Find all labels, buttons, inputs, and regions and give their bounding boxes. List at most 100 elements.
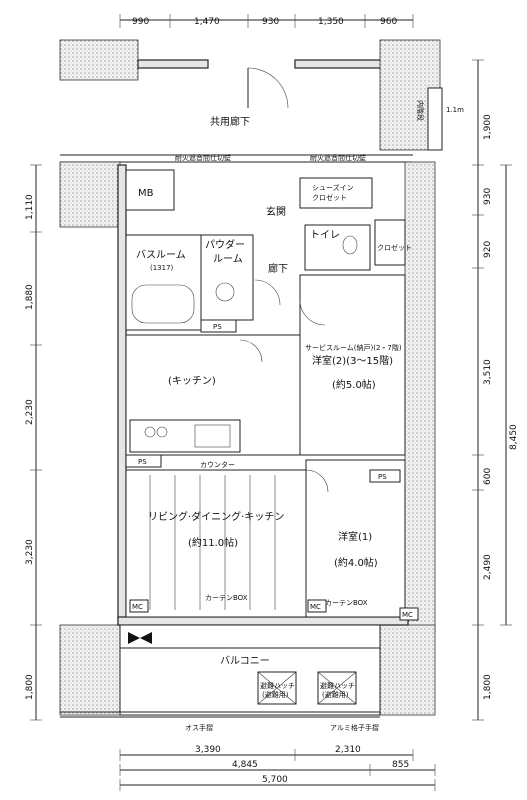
mb-label: MB [138,188,154,199]
balcony: バルコニー 避難ハッチ (避難用) 避難ハッチ (避難用) オス手摺 アルミ格子… [60,624,381,732]
left-dim-2: 1,880 [25,284,35,310]
mc-box-1 [129,599,149,613]
mc-label-1: MC [132,603,143,611]
stove-burner [156,426,168,438]
fire-wall-right: 耐火遮音間仕切壁 [310,153,366,162]
ps-box-1 [200,319,237,333]
door-arc [239,339,263,363]
outlet-marker [128,632,140,644]
western2-size: (約5.0帖) [332,378,376,391]
service-room-label: サービスルーム(納戸)(2・7階) [305,343,402,352]
top-dim-4: 1,350 [318,17,344,27]
bottom-dim-3: 5,700 [262,775,288,785]
bottom-dimension-lines: 3,390 2,310 4,845 855 5,700 [119,745,436,791]
handrail2-label: アルミ格子手摺 [330,723,379,732]
kitchen-area: (キッチン) PS カウンター [125,334,301,469]
door-arc [305,469,329,493]
side-door [427,87,443,151]
western1-size: (約4.0帖) [334,556,378,569]
ps-label-1: PS [213,323,222,331]
bathroom [125,234,202,331]
bottom-dim-1a: 3,390 [195,745,221,755]
ldk-floor-lines [149,475,276,610]
right-dim-1: 1,900 [483,114,493,140]
right-dim-2: 930 [483,188,493,205]
door-arc [299,299,326,326]
right-dim-4: 3,510 [483,359,493,385]
right-dimension-line: 1,900 930 920 3,510 600 2,490 1,800 8,45… [472,59,519,721]
closet2-label: クロゼット [377,243,412,252]
shoes-closet [299,177,373,209]
left-dim-5: 1,800 [25,674,35,700]
left-dim-4: 3,230 [25,539,35,565]
mc-box-2 [307,599,327,613]
ps-box-2 [125,454,162,468]
outer-shell [59,161,436,716]
corridor-label: 共用廊下 [210,115,250,128]
hatch1b-label: (避難用) [262,690,289,699]
ps-label-3: PS [378,473,387,481]
kitchen-counter [129,419,241,453]
toilet-room [304,224,371,271]
western1-label: 洋室(1) [338,530,372,543]
western-room-1 [305,459,406,618]
left-dimension-line: 1,110 1,880 2,230 3,230 1,800 [25,164,42,721]
hallway-label: 廊下 [268,262,288,275]
top-dim-5: 960 [380,17,397,27]
side-label: 内階段 [416,100,425,121]
right-dim-total: 8,450 [509,424,519,450]
mc-label-3: MC [402,611,413,619]
mb-room [125,169,175,211]
bottom-dim-2b: 855 [392,760,409,770]
shoes-in-label: シューズイン [312,183,354,192]
right-dim-7: 1,800 [483,674,493,700]
ps-box-3 [369,469,401,483]
ldk-room [125,469,307,618]
right-dim-3: 920 [483,241,493,258]
mc-box-3 [399,607,419,621]
western-room-2 [299,274,406,456]
hatch1-label: 避難ハッチ [260,681,295,690]
counter-label: カウンター [200,460,235,469]
mc-label-2: MC [310,603,321,611]
kitchen-label: (キッチン) [168,375,216,387]
western2-label: 洋室(2)(3〜15階) [312,354,393,367]
bottom-dim-1b: 2,310 [335,745,361,755]
handrail-label: オス手摺 [185,723,213,732]
toilet-label: トイレ [310,230,340,241]
curtain-box-2: カーテンBOX [325,599,368,607]
powder-label: パウダー [205,238,245,251]
powder-label-2: ルーム [213,253,243,265]
corridor-walls: 内階段 1.1m 共用廊下 耐火遮音間仕切壁 耐火遮音間仕切壁 [59,39,464,163]
ldk-label: リビング·ダイニング·キッチン [148,510,284,523]
upper-right-label: 1.1m [446,106,464,114]
left-dim-1: 1,110 [25,194,35,220]
closet-right [374,219,406,266]
outlet-marker [140,632,152,644]
entrance-label: 玄関 [266,205,286,218]
right-dim-6: 2,490 [483,554,493,580]
bathroom-size: (1317) [150,264,174,272]
hatch2-label: 避難ハッチ [320,681,355,690]
top-dim-3: 930 [262,17,279,27]
balcony-label: バルコニー [220,655,270,667]
washbasin [215,282,235,302]
toilet-fixture [342,235,358,255]
closet-label: クロゼット [312,193,347,202]
fire-wall-left: 耐火遮音間仕切壁 [175,153,231,162]
stove-burner [144,426,156,438]
ps-label-2: PS [138,458,147,466]
sink [194,424,231,448]
entry-door-arc [247,67,289,109]
bathtub [131,284,195,324]
curtain-box-1: カーテンBOX [205,594,248,602]
hatch2b-label: (避難用) [322,690,349,699]
top-dimension-line: 990 1,470 930 1,350 960 [119,14,414,28]
door-arc [254,279,281,306]
bathroom-label: バスルーム [136,249,186,261]
ldk-size: (約11.0帖) [188,536,238,549]
bottom-dim-2a: 4,845 [232,760,258,770]
top-dim-1: 990 [132,17,149,27]
right-dim-5: 600 [483,468,493,485]
